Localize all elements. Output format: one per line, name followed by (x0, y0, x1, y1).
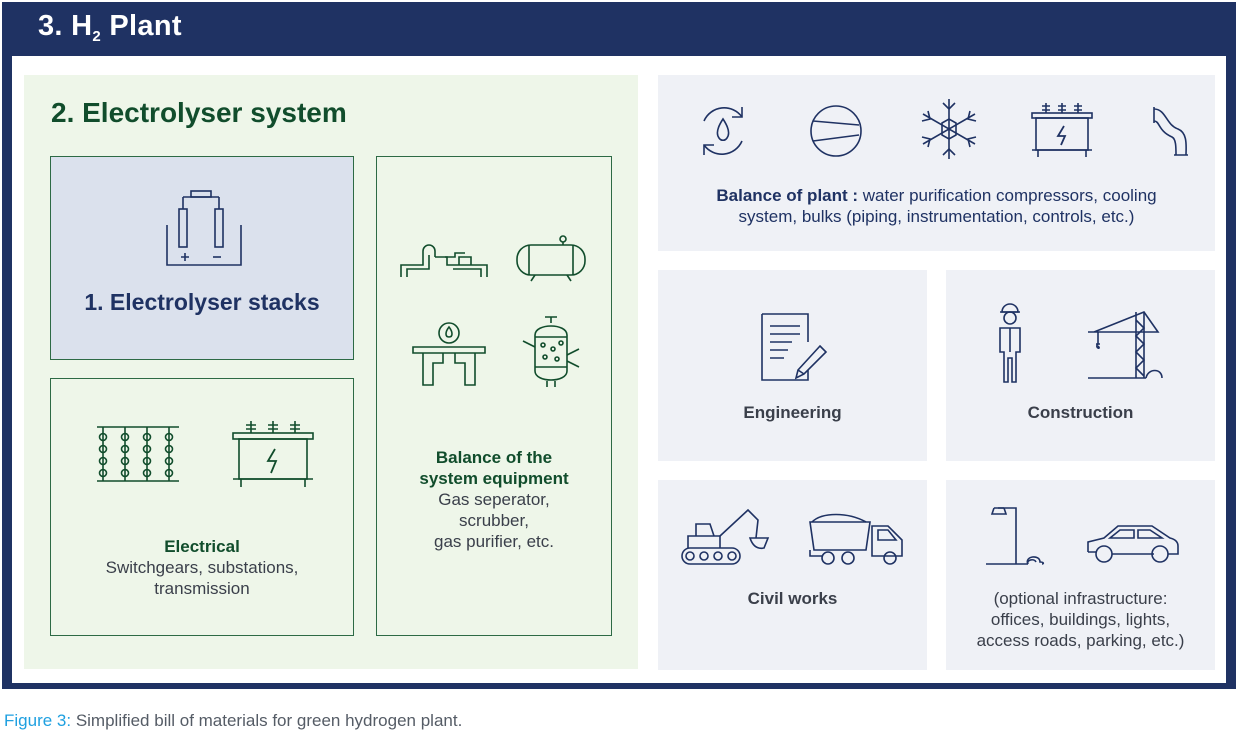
balance-of-system-text: Balance of the system equipment Gas sepe… (377, 447, 611, 552)
bos-line-3: gas purifier, etc. (433, 532, 554, 551)
worker-icon (999, 303, 1021, 383)
water-cycle-icon (703, 107, 743, 155)
caption-label: Figure 3: (4, 711, 72, 730)
truck-icon (809, 513, 903, 565)
tank-icon (516, 235, 586, 282)
purifier-icon (412, 322, 486, 386)
electrolyser-system-title: 2. Electrolyser system (51, 97, 347, 128)
electrolyser-stacks-label: 1. Electrolyser stacks (84, 289, 320, 315)
optional-line-3: access roads, parking, etc.) (976, 631, 1185, 650)
civil-works-label: Civil works (747, 589, 838, 608)
excavator-icon (681, 508, 770, 565)
compressor-icon (810, 105, 862, 157)
civil-works-panel: Civil works (658, 480, 927, 670)
construction-panel: Construction (946, 270, 1215, 461)
electrical-title: Electrical (164, 537, 240, 556)
bos-line-1: Gas seperator, (438, 490, 550, 509)
balance-of-plant-line-1-rest: water purification compressors, cooling (858, 186, 1157, 205)
insulator-icon (97, 426, 179, 482)
electrolyser-system-panel: 2. Electrolyser system 1. Electrolyser s… (24, 75, 638, 669)
car-icon (1087, 525, 1179, 563)
bos-title-line-1: Balance of the (435, 448, 553, 467)
balance-of-plant-bold: Balance of plant : (716, 186, 859, 205)
streetlight-icon (986, 507, 1045, 565)
balance-of-system-box: Balance of the system equipment Gas sepe… (376, 156, 612, 636)
figure-caption: Figure 3: Simplified bill of materials f… (4, 711, 462, 731)
bos-line-2: scrubber, (459, 511, 529, 530)
electrical-line-2: transmission (154, 579, 250, 598)
pipes-icon (400, 244, 488, 277)
construction-label: Construction (1027, 403, 1134, 422)
electrical-box: Electrical Switchgears, substations, tra… (50, 378, 354, 636)
balance-of-plant-line-2: system, bulks (piping, instrumentation, … (738, 207, 1135, 226)
caption-text: Simplified bill of materials for green h… (71, 711, 463, 730)
battery-icon (166, 190, 242, 266)
electrolyser-stacks-box: 1. Electrolyser stacks (50, 156, 354, 360)
bos-title-line-2: system equipment (419, 469, 569, 488)
scrubber-icon (522, 316, 580, 387)
electrical-text: Electrical Switchgears, substations, tra… (51, 536, 353, 599)
plant-frame: 3. H2 Plant 2. Electrolyser system 1. El… (2, 2, 1236, 689)
transformer-icon (1031, 103, 1093, 157)
balance-of-plant-text: Balance of plant : water purification co… (658, 185, 1215, 227)
optional-infrastructure-text: (optional infrastructure: offices, build… (946, 588, 1215, 651)
optional-infrastructure-panel: (optional infrastructure: offices, build… (946, 480, 1215, 670)
crane-icon (1088, 311, 1163, 379)
engineering-label: Engineering (743, 403, 842, 422)
engineering-panel: Engineering (658, 270, 927, 461)
electrical-line-1: Switchgears, substations, (105, 558, 299, 577)
document-icon (761, 313, 828, 381)
pipe-bend-icon (1153, 107, 1188, 156)
optional-line-2: offices, buildings, lights, (990, 610, 1171, 629)
snowflake-icon (921, 99, 977, 159)
plant-title: 3. H2 Plant (38, 10, 182, 45)
transformer-icon (232, 421, 314, 487)
plant-content: 2. Electrolyser system 1. Electrolyser s… (12, 56, 1226, 683)
balance-of-plant-line-1: Balance of plant : water purification co… (658, 185, 1215, 206)
optional-line-1: (optional infrastructure: (993, 589, 1168, 608)
balance-of-plant-panel: Balance of plant : water purification co… (658, 75, 1215, 251)
